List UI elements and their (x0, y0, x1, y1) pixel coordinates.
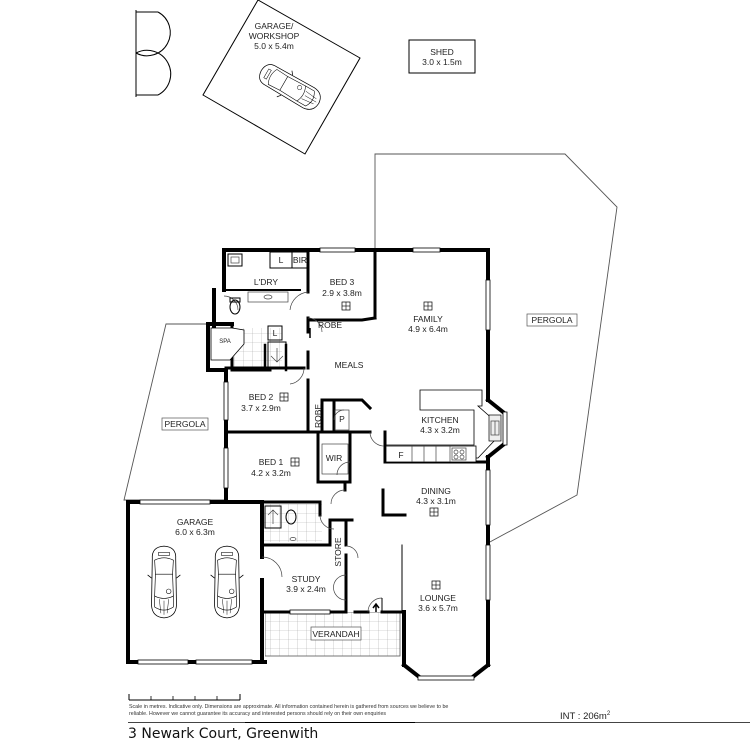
pantry-label: P (339, 414, 345, 424)
kitchen-label: KITCHEN (421, 415, 458, 425)
shower-icon (267, 341, 287, 369)
pergola-left-label: PERGOLA (164, 419, 205, 429)
laundry-label: L'DRY (254, 277, 278, 287)
linen-cupboard-2-label: L (273, 328, 278, 338)
shed-size: 3.0 x 1.5m (422, 57, 462, 67)
kitchen-size: 4.3 x 3.2m (420, 425, 460, 435)
property-address: 3 Newark Court, Greenwith (128, 726, 319, 742)
dining-label: DINING (421, 486, 451, 496)
study-label: STUDY (292, 574, 321, 584)
internal-area-label: INT (560, 711, 576, 723)
bir-label: BIR (293, 255, 307, 265)
robe-bed3-label: ROBE (318, 320, 342, 330)
verandah: VERANDAH (264, 611, 401, 657)
room-labels: L'DRY BED 3 2.9 x 3.8m FAMILY 4.9 x 6.4m… (175, 277, 460, 613)
bed3-label: BED 3 (330, 277, 355, 287)
disclaimer-text: Scale in metres. Indicative only. Dimens… (129, 704, 449, 717)
internal-area-unit: 2 (606, 711, 611, 717)
entry-arrow-icon (372, 602, 380, 612)
bed1-size: 4.2 x 3.2m (251, 468, 291, 478)
shed-label: SHED (430, 47, 454, 57)
robe-bed2-label: ROBE (313, 404, 323, 428)
spa-icon (210, 327, 245, 361)
gate-icon (135, 10, 172, 97)
internal-area-value: 206m (583, 711, 607, 723)
internal-area: INT : 206m2 (560, 711, 610, 722)
shed: SHED 3.0 x 1.5m (408, 39, 476, 74)
lounge-size: 3.6 x 5.7m (418, 603, 458, 613)
family-label: FAMILY (413, 314, 443, 324)
garage-workshop-size: 5.0 x 5.4m (254, 41, 294, 51)
ensuite-toilet-icon (285, 509, 297, 525)
bed3-size: 2.9 x 3.8m (322, 288, 362, 298)
laundry-tub-icon (227, 253, 243, 267)
scale-bar (128, 694, 241, 701)
garage-size: 6.0 x 6.3m (175, 527, 215, 537)
cooktop-icon (451, 447, 467, 461)
footer-divider-accent (245, 722, 415, 723)
spa-label: SPA (219, 339, 231, 345)
linen-cupboard-label: L (279, 255, 284, 265)
car-icon-2 (210, 545, 244, 619)
garage-workshop-label: GARAGE/ (255, 21, 294, 31)
car-icon (253, 56, 327, 118)
fridge-label: F (398, 450, 403, 460)
bed1-label: BED 1 (259, 457, 284, 467)
dining-size: 4.3 x 3.1m (416, 496, 456, 506)
store-label: STORE (333, 537, 343, 566)
lounge-label: LOUNGE (420, 593, 456, 603)
family-size: 4.9 x 6.4m (408, 324, 448, 334)
fixtures: L BIR SPA L ROBE ROBE P WIR F (210, 251, 502, 612)
bed2-size: 3.7 x 2.9m (241, 403, 281, 413)
wir-label: WIR (326, 453, 343, 463)
verandah-label: VERANDAH (312, 629, 359, 639)
garage-label: GARAGE (177, 517, 214, 527)
sink-icon (488, 414, 502, 442)
toilet-icon (229, 299, 241, 315)
windows (137, 247, 508, 681)
bed2-label: BED 2 (249, 392, 274, 402)
meals-label: MEALS (335, 360, 364, 370)
pergola-right-label: PERGOLA (531, 315, 572, 325)
car-icon-1 (147, 545, 181, 619)
garage-workshop-label-2: WORKSHOP (249, 31, 300, 41)
internal-area-sep: : (577, 711, 581, 723)
garage-workshop-outbuilding: GARAGE/ WORKSHOP 5.0 x 5.4m (202, 0, 361, 155)
study-size: 3.9 x 2.4m (286, 584, 326, 594)
footer-divider (128, 722, 750, 723)
ensuite-shower-icon (264, 505, 282, 529)
